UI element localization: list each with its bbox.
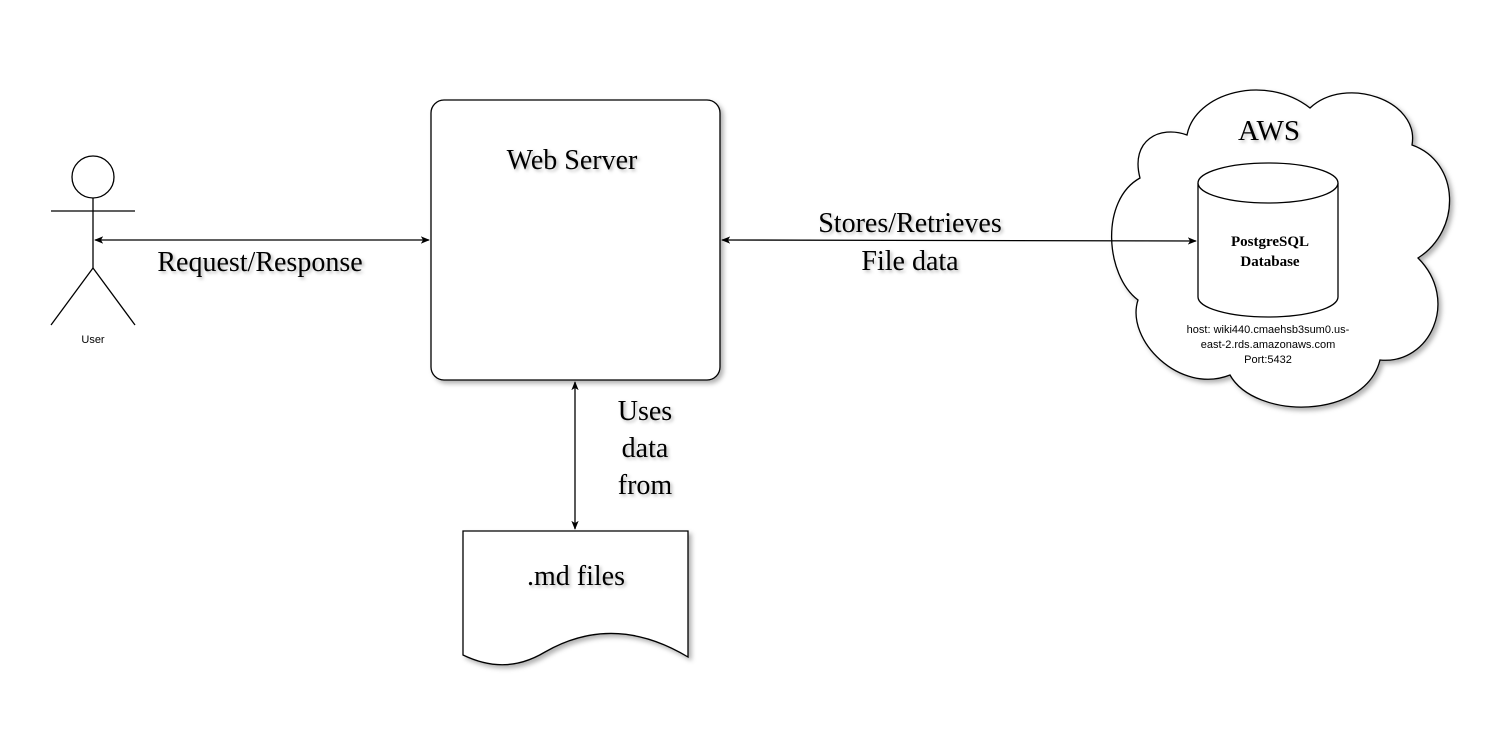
edge-server-files: Uses data from — [571, 381, 673, 530]
aws-cloud-node: AWS PostgreSQL Database host: wiki440.cm… — [1111, 89, 1451, 408]
web-server-node: Web Server — [430, 99, 721, 381]
md-files-label: .md files — [527, 561, 625, 592]
web-server-label: Web Server — [507, 145, 638, 176]
edge-server-database-label-line2: File data — [861, 246, 959, 277]
edge-server-database-label-line1: Stores/Retrieves — [818, 208, 1002, 239]
database-port-line: Port:5432 — [1244, 354, 1292, 366]
actor-right-leg — [92, 267, 136, 326]
edge-server-database: Stores/Retrieves File data — [721, 208, 1197, 277]
edge-server-files-label-line1: Uses — [618, 396, 672, 427]
cloud-label: AWS — [1238, 115, 1300, 147]
database-label-line1: PostgreSQL — [1231, 234, 1309, 250]
md-files-document-shape — [462, 530, 689, 666]
web-server-box — [430, 99, 721, 381]
actor-head — [71, 155, 115, 199]
database-host-line2: east-2.rds.amazonaws.com — [1201, 339, 1336, 351]
edge-server-files-label-line3: from — [618, 470, 673, 501]
database-label-line2: Database — [1240, 254, 1300, 270]
edge-server-files-label-line2: data — [622, 433, 669, 464]
actor-left-leg — [50, 267, 94, 326]
edge-user-server-label: Request/Response — [157, 247, 362, 278]
md-files-node: .md files — [462, 530, 689, 666]
postgresql-database: PostgreSQL Database — [1197, 162, 1339, 318]
edge-user-server: Request/Response — [94, 236, 430, 278]
user-actor: User — [50, 155, 136, 346]
database-cylinder-body — [1197, 183, 1339, 318]
actor-label: User — [81, 334, 105, 346]
edge-server-database-line — [721, 236, 1197, 245]
database-cylinder-top — [1197, 162, 1339, 204]
database-host-line1: host: wiki440.cmaehsb3sum0.us- — [1187, 324, 1350, 336]
